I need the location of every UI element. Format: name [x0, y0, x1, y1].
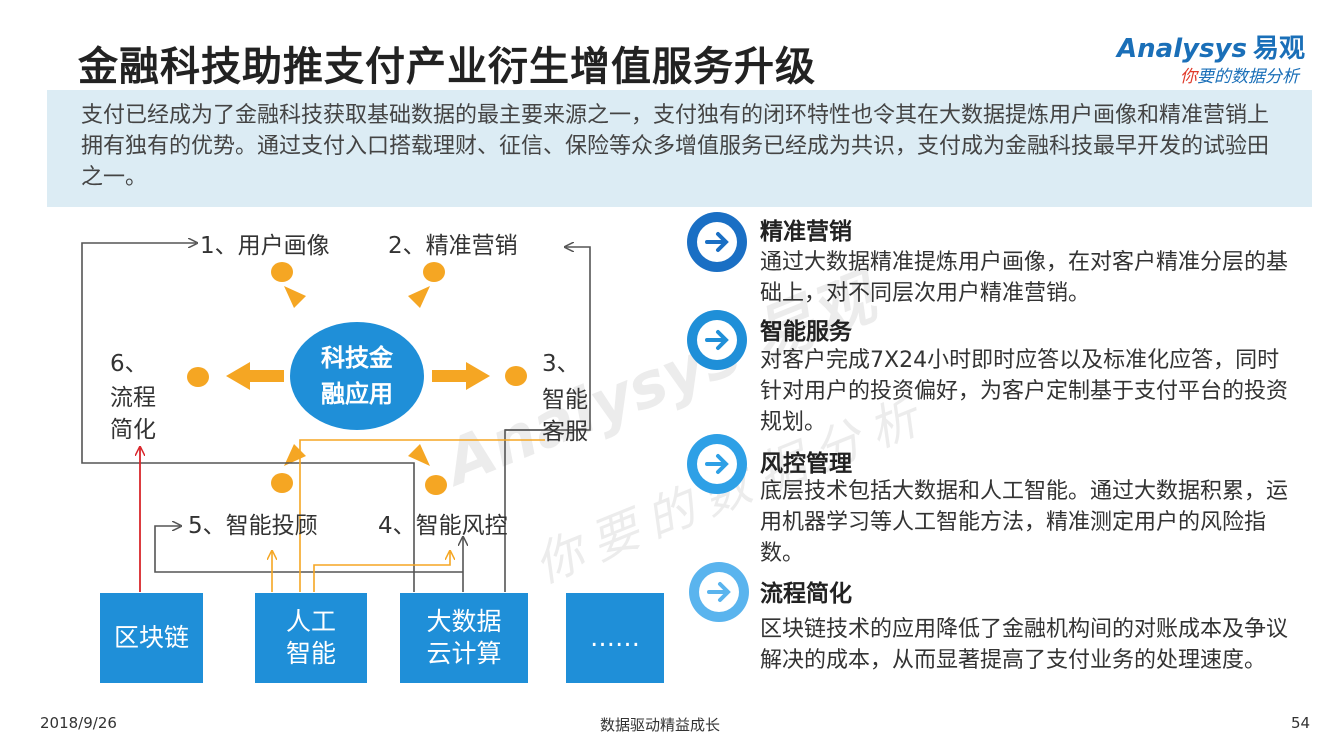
- fintech-center-node: 科技金 融应用: [290, 322, 424, 430]
- footer-date: 2018/9/26: [40, 714, 117, 732]
- tech-bigdata-box: 大数据云计算: [400, 593, 528, 683]
- radial-arrows: [226, 286, 490, 466]
- arrow-left: [226, 362, 284, 390]
- fintech-diagram: 科技金 融应用 1、用户画像 2、精准营销 3、 智能 客服 4、智能风控 5、…: [0, 210, 680, 710]
- feature-title-marketing: 精准营销: [760, 219, 852, 245]
- arrow-right: [432, 362, 490, 390]
- arrow-down-right: [396, 426, 430, 466]
- footer-page-number: 54: [1291, 714, 1311, 732]
- connector-ai-service: [299, 439, 545, 592]
- dot-5: [271, 473, 293, 493]
- arrow-right-circle-icon: [689, 562, 749, 622]
- summary-text: 支付已经成为了金融科技获取基础数据的最主要来源之一，支付独有的闭环特性也令其在大…: [81, 103, 1270, 190]
- label-customer-service-l1: 智能: [542, 387, 588, 413]
- arrow-right-circle-icon: [687, 212, 747, 272]
- footer-slogan: 数据驱动精益成长: [600, 716, 721, 734]
- tech-blockchain-label: 区块链: [113, 623, 189, 652]
- arrow-down-left: [284, 426, 318, 466]
- logo-tagline-rest: 要的数据分析: [1197, 67, 1299, 87]
- tech-ai-box: 人工智能: [255, 593, 367, 683]
- tech-bigdata-l1: 大数据: [426, 607, 502, 636]
- summary-box: 支付已经成为了金融科技获取基础数据的最主要来源之一，支付独有的闭环特性也令其在大…: [47, 90, 1312, 207]
- tech-more-box: ……: [566, 593, 664, 683]
- feature-desc-marketing: 通过大数据精准提炼用户画像，在对客户精准分层的基础上，对不同层次用户精准营销。: [760, 250, 1289, 306]
- label-process-l2: 简化: [110, 417, 156, 443]
- endpoint-dots: [187, 262, 527, 495]
- dot-3: [505, 366, 527, 386]
- feature-desc-service: 对客户完成7X24小时即时应答以及标准化应答，同时针对用户的投资偏好，为客户定制…: [760, 348, 1289, 435]
- label-process-num: 6、: [110, 351, 148, 377]
- arrow-right-circle-icon: [687, 434, 747, 494]
- dot-6: [187, 367, 209, 387]
- feature-title-risk: 风控管理: [760, 451, 852, 477]
- tech-ai-l2: 智能: [285, 639, 336, 668]
- tech-blockchain-box: 区块链: [100, 593, 203, 683]
- page-title: 金融科技助推支付产业衍生增值服务升级: [78, 44, 816, 90]
- tech-more-label: ……: [590, 623, 640, 652]
- dot-1: [271, 262, 293, 282]
- tech-ai-l1: 人工: [285, 607, 336, 636]
- diagram-connectors: [81, 210, 591, 592]
- feature-title-service: 智能服务: [760, 319, 852, 345]
- connector-bar-advisor: [154, 526, 463, 573]
- dot-2: [423, 262, 445, 282]
- feature-desc-process: 区块链技术的应用降低了金融机构间的对账成本及争议解决的成本，从而显著提高了支付业…: [760, 617, 1289, 673]
- feature-list: 精准营销 通过大数据精准提炼用户画像，在对客户精准分层的基础上，对不同层次用户精…: [685, 210, 1325, 710]
- label-customer-service-num: 3、: [542, 351, 580, 377]
- label-user-profile: 1、用户画像: [200, 233, 330, 259]
- label-process-l1: 流程: [110, 385, 156, 411]
- label-precision-marketing: 2、精准营销: [388, 233, 518, 259]
- feature-desc-risk: 底层技术包括大数据和人工智能。通过大数据积累，运用机器学习等人工智能方法，精准测…: [760, 479, 1289, 566]
- logo-brand: Analysys: [1117, 34, 1247, 64]
- logo-tagline-first: 你: [1180, 67, 1197, 87]
- feature-title-process: 流程简化: [760, 581, 852, 607]
- center-line1: 科技金: [321, 344, 393, 372]
- arrow-up-left: [284, 286, 318, 326]
- tech-bigdata-l2: 云计算: [426, 639, 502, 668]
- connector-bigdata-profile: [81, 243, 415, 592]
- logo-brand-cn: 易观: [1252, 34, 1305, 64]
- dot-4: [425, 475, 447, 495]
- arrow-right-circle-icon: [687, 310, 747, 370]
- center-line2: 融应用: [321, 380, 393, 408]
- arrow-up-right: [396, 286, 430, 326]
- connector-ai-risk: [313, 552, 450, 592]
- label-customer-service-l2: 客服: [542, 419, 588, 445]
- label-smart-advisor: 5、智能投顾: [188, 513, 318, 539]
- connector-bigdata-marketing: [504, 247, 591, 592]
- label-risk-control: 4、智能风控: [378, 513, 508, 539]
